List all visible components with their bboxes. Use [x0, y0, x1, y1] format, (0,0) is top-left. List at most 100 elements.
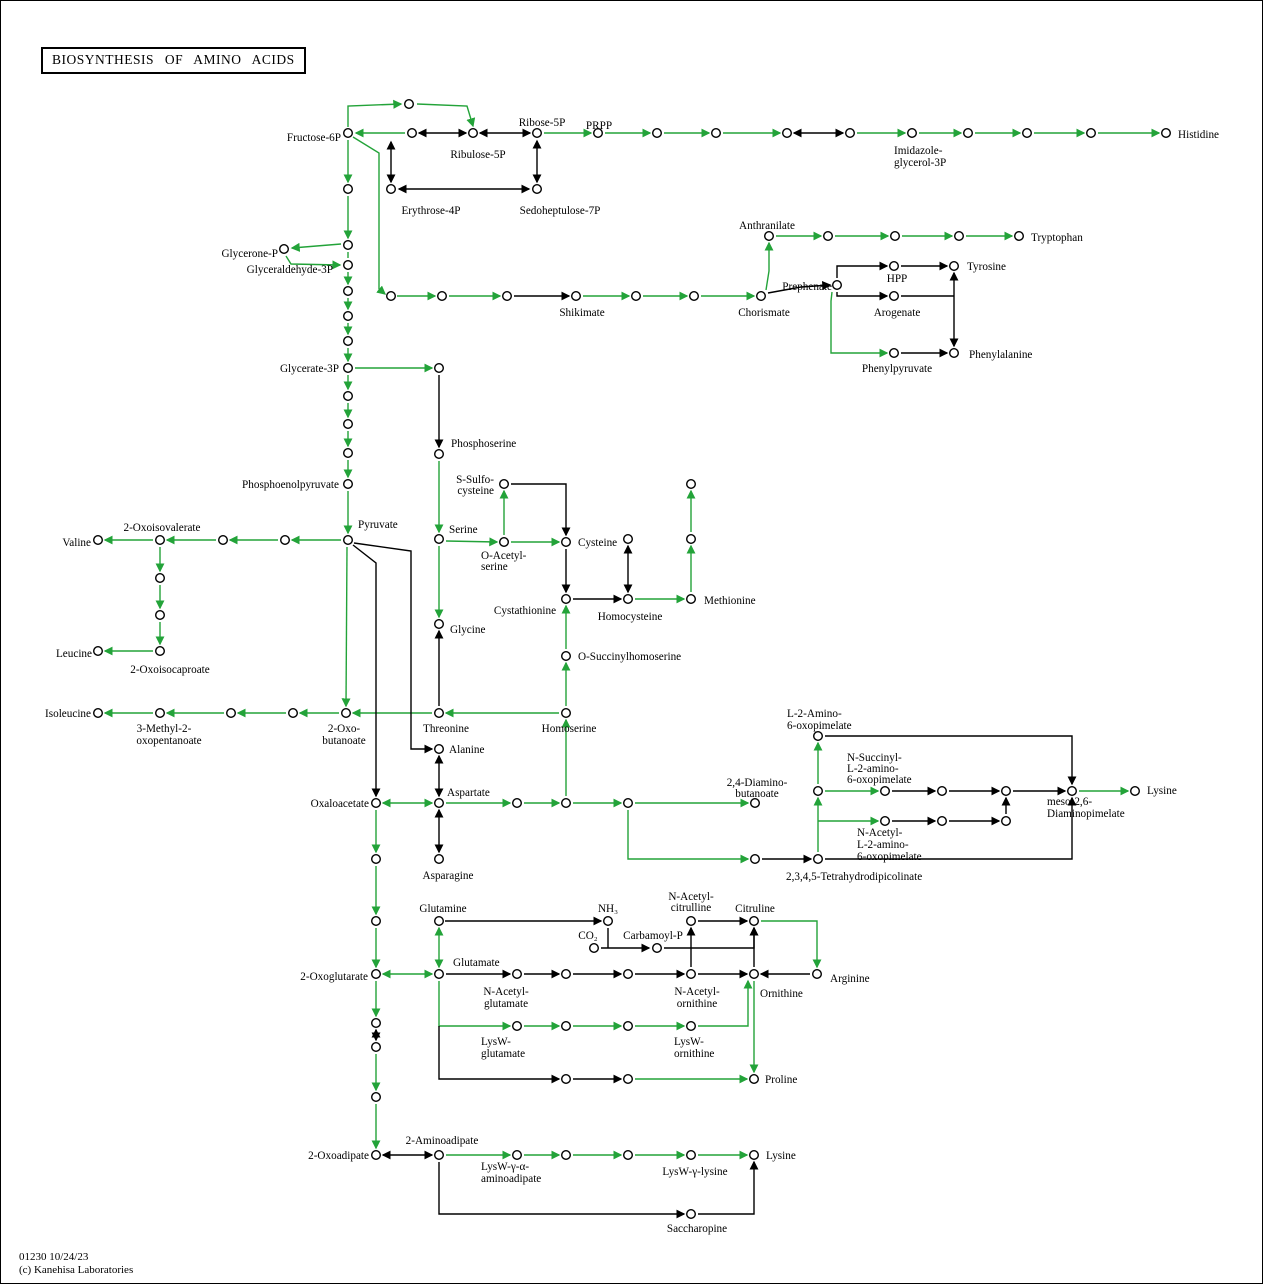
compound-node-homocysteine[interactable] — [623, 594, 634, 605]
compound-node-lysw-glutamate[interactable] — [512, 1021, 523, 1032]
compound-node-chorismate[interactable] — [756, 291, 767, 302]
compound-node-met-cycle-3[interactable] — [686, 479, 697, 490]
compound-node-valine[interactable] — [92, 535, 103, 546]
compound-node-phenylpyruvate[interactable] — [889, 348, 900, 359]
compound-node-tetrahydrodipicolinate[interactable] — [813, 854, 824, 865]
compound-node-trp-step-3[interactable] — [954, 230, 965, 241]
compound-node-glycolysis-8[interactable] — [343, 448, 354, 459]
compound-node-erythrose-4p[interactable] — [386, 183, 397, 194]
compound-node-threonine[interactable] — [434, 708, 445, 719]
compound-node-his-step-7[interactable] — [1085, 127, 1096, 138]
compound-node-his-step-4[interactable] — [845, 127, 856, 138]
compound-node-prephenate[interactable] — [832, 280, 843, 291]
compound-node-hpp[interactable] — [889, 261, 900, 272]
compound-node-n-succinyl-oxopimelate[interactable] — [880, 786, 891, 797]
compound-node-lysw-ornithine[interactable] — [686, 1021, 697, 1032]
compound-node-dihydrodipicolinate[interactable] — [750, 854, 761, 865]
compound-node-xylulose-5p[interactable] — [407, 127, 418, 138]
compound-node-alanine[interactable] — [434, 744, 445, 755]
compound-node-citrulline[interactable] — [749, 916, 760, 927]
compound-node-succinyl-dap[interactable] — [937, 786, 948, 797]
compound-node-asp-junction[interactable] — [623, 798, 634, 809]
compound-node-shikimate-step-3[interactable] — [502, 291, 513, 302]
compound-node-val-step-2[interactable] — [217, 535, 228, 546]
compound-node-3-methyl-2-oxopentanoate[interactable] — [154, 708, 165, 719]
compound-node-n-acetyl-oxopimelate[interactable] — [880, 816, 891, 827]
compound-node-met-cycle-1[interactable] — [623, 534, 634, 545]
compound-node-arginine[interactable] — [812, 969, 823, 980]
compound-node-proline[interactable] — [749, 1073, 760, 1084]
compound-node-o-acetylserine[interactable] — [499, 537, 510, 548]
compound-node-asparagine[interactable] — [434, 854, 445, 865]
compound-node-saccharopine[interactable] — [686, 1208, 697, 1219]
compound-node-lysw-aminoadipate[interactable] — [512, 1149, 523, 1160]
compound-node-glutamine[interactable] — [434, 916, 445, 927]
compound-node-lysw-step-1[interactable] — [561, 1021, 572, 1032]
compound-node-his-step-6[interactable] — [1022, 127, 1033, 138]
compound-node-his-step-2[interactable] — [711, 127, 722, 138]
compound-node-n-acetylcitrulline[interactable] — [686, 916, 697, 927]
compound-node-lys-step-1[interactable] — [561, 1149, 572, 1160]
compound-node-serine[interactable] — [434, 534, 445, 545]
compound-node-met-cycle-2[interactable] — [686, 534, 697, 545]
compound-node-shikimate[interactable] — [571, 291, 582, 302]
compound-node-tryptophan[interactable] — [1014, 230, 1025, 241]
compound-node-leu-step-2[interactable] — [154, 610, 165, 621]
compound-node-lysw-step-2[interactable] — [623, 1021, 634, 1032]
compound-node-n-acetylornithine[interactable] — [686, 969, 697, 980]
compound-node-serine-branch[interactable] — [434, 363, 445, 374]
compound-node-arg-step-1[interactable] — [561, 969, 572, 980]
compound-node-prpp[interactable] — [593, 127, 604, 138]
compound-node-co2[interactable] — [589, 943, 600, 954]
compound-node-nh3[interactable] — [603, 916, 614, 927]
compound-node-pp-loop[interactable] — [404, 98, 415, 109]
compound-node-2-oxobutanoate[interactable] — [341, 708, 352, 719]
compound-node-shikimate-step-4[interactable] — [631, 291, 642, 302]
compound-node-histidine[interactable] — [1160, 127, 1171, 138]
compound-node-glycine[interactable] — [434, 619, 445, 630]
compound-node-ornithine[interactable] — [749, 969, 760, 980]
compound-node-pyruvate[interactable] — [343, 535, 354, 546]
compound-node-lys-step-2[interactable] — [623, 1149, 634, 1160]
compound-node-s-sulfocysteine[interactable] — [499, 479, 510, 490]
compound-node-2-oxoadipate[interactable] — [371, 1149, 382, 1160]
compound-node-his-step-3[interactable] — [782, 127, 793, 138]
compound-node-oxaloacetate[interactable] — [371, 798, 382, 809]
compound-node-glycolysis-4[interactable] — [343, 311, 354, 322]
compound-node-lysw-lysine[interactable] — [686, 1149, 697, 1160]
compound-node-ribulose-5p[interactable] — [468, 127, 479, 138]
compound-node-leucine[interactable] — [92, 646, 103, 657]
compound-node-ile-step-2[interactable] — [288, 708, 299, 719]
compound-node-fructose-6p[interactable] — [343, 127, 354, 138]
compound-node-tca-step-2[interactable] — [371, 916, 382, 927]
compound-node-dap-junction[interactable] — [813, 786, 824, 797]
compound-node-2-aminoadipate[interactable] — [434, 1149, 445, 1160]
compound-node-his-step-1[interactable] — [652, 127, 663, 138]
compound-node-acetyl-dap-1[interactable] — [937, 816, 948, 827]
compound-node-aspartyl-phosphate[interactable] — [512, 798, 523, 809]
compound-node-og-step-2[interactable] — [371, 1041, 382, 1052]
compound-node-glycolysis-1[interactable] — [343, 183, 354, 194]
compound-node-glycolysis-7[interactable] — [343, 419, 354, 430]
compound-node-his-step-5[interactable] — [963, 127, 974, 138]
compound-node-lysine-dap[interactable] — [1129, 786, 1140, 797]
compound-node-arg-step-2[interactable] — [623, 969, 634, 980]
compound-node-arogenate[interactable] — [889, 291, 900, 302]
compound-node-aspartate[interactable] — [434, 798, 445, 809]
compound-node-val-step-1[interactable] — [280, 535, 291, 546]
compound-node-isoleucine[interactable] — [92, 708, 103, 719]
compound-node-lysine[interactable] — [749, 1149, 760, 1160]
compound-node-pro-step-2[interactable] — [623, 1073, 634, 1084]
compound-node-phenylalanine[interactable] — [949, 348, 960, 359]
compound-node-l-2-amino-6-oxopimelate[interactable] — [813, 731, 824, 742]
compound-node-glutamate[interactable] — [434, 969, 445, 980]
compound-node-shikimate-step-5[interactable] — [689, 291, 700, 302]
compound-node-2-4-diaminobutanoate[interactable] — [750, 798, 761, 809]
compound-node-acetyl-dap-2[interactable] — [1001, 816, 1012, 827]
compound-node-tca-step-1[interactable] — [371, 854, 382, 865]
compound-node-methionine[interactable] — [686, 594, 697, 605]
compound-node-leu-step-1[interactable] — [154, 573, 165, 584]
compound-node-2-oxoisovalerate[interactable] — [154, 535, 165, 546]
compound-node-aspartate-semialdehyde[interactable] — [561, 798, 572, 809]
compound-node-homoserine[interactable] — [561, 708, 572, 719]
